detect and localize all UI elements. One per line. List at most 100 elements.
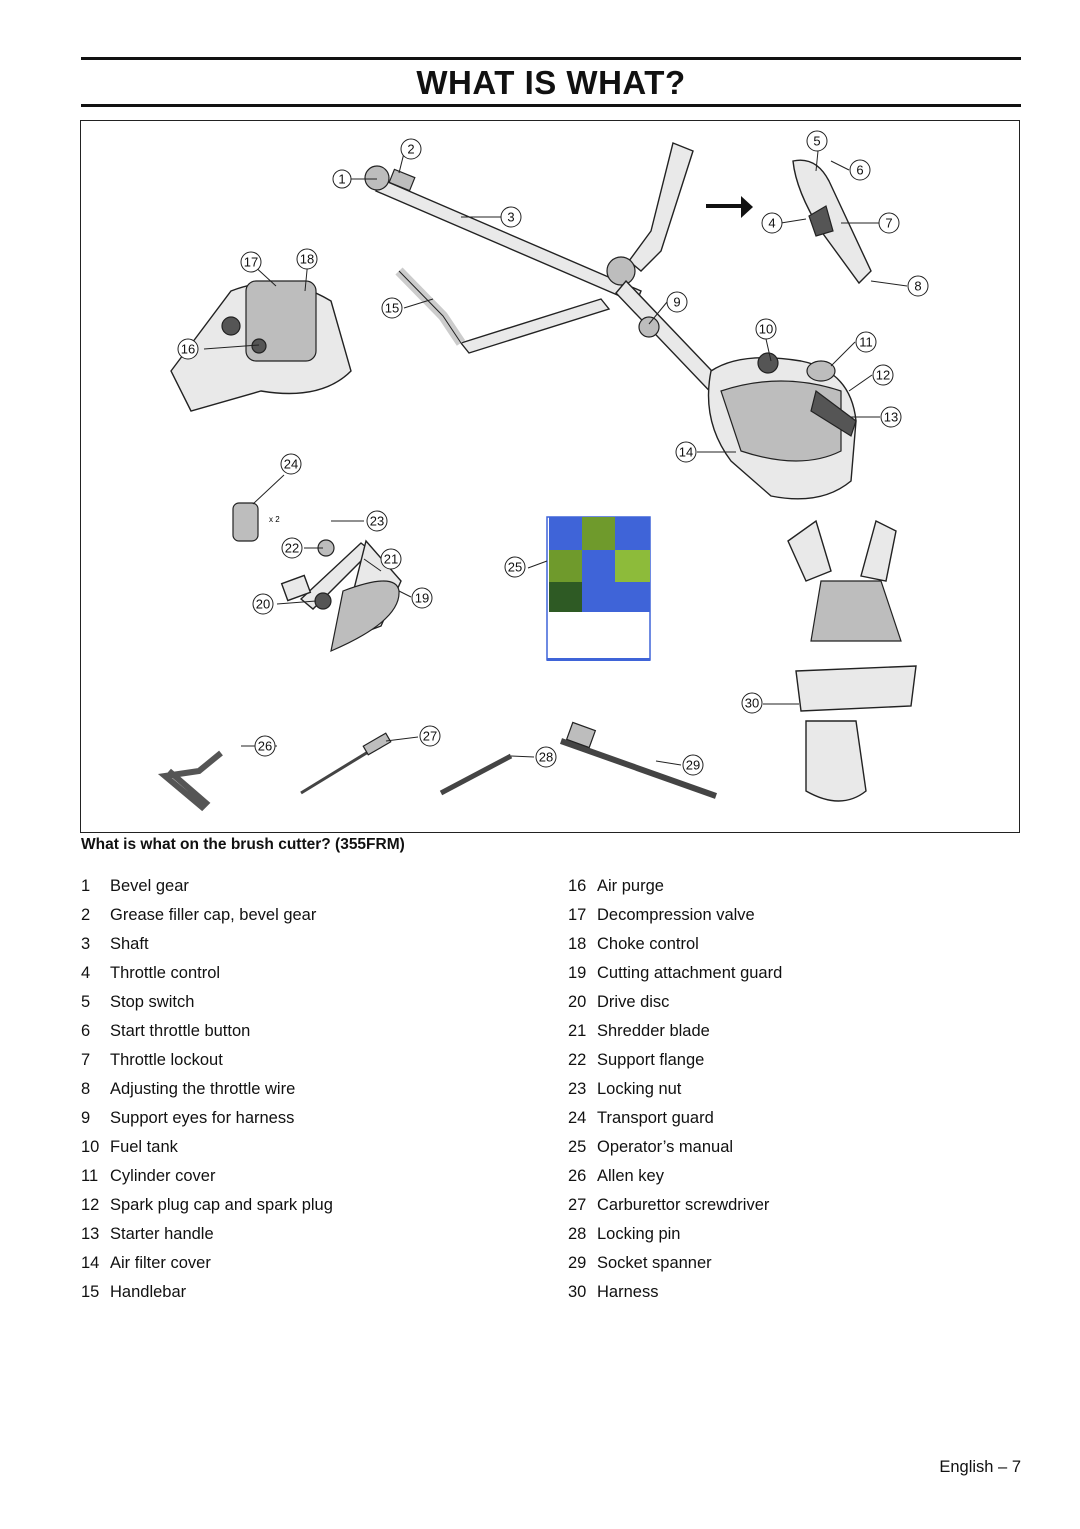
callout-21: 21 (380, 548, 402, 570)
svg-text:5: 5 (813, 134, 820, 149)
throttle-detail-drawing (706, 159, 872, 285)
callout-25: 25 (504, 556, 526, 578)
callout-11: 11 (855, 331, 877, 353)
svg-text:7: 7 (885, 216, 892, 231)
callout-16: 16 (177, 338, 199, 360)
svg-text:16: 16 (181, 342, 195, 357)
callout-26: 26 (254, 735, 276, 757)
callout-29: 29 (682, 754, 704, 776)
callout-3: 3 (500, 206, 522, 228)
callout-22: 22 (281, 537, 303, 559)
callout-19: 19 (411, 587, 433, 609)
svg-text:14: 14 (679, 445, 693, 460)
callout-6: 6 (849, 159, 871, 181)
engine-closeup-drawing (170, 280, 352, 412)
callout-7: 7 (878, 212, 900, 234)
callout-1: 1 (332, 169, 352, 189)
svg-text:26: 26 (258, 739, 272, 754)
callout-27: 27 (419, 725, 441, 747)
svg-text:24: 24 (284, 457, 298, 472)
callout-18: 18 (296, 248, 318, 270)
callout-9: 9 (666, 291, 688, 313)
svg-text:27: 27 (423, 729, 437, 744)
callout-12: 12 (872, 364, 894, 386)
title-rule-top (81, 57, 1021, 60)
svg-text:13: 13 (884, 410, 898, 425)
figure-caption: What is what on the brush cutter? (355FR… (81, 836, 405, 853)
page-title: WHAT IS WHAT? (416, 64, 686, 101)
callout-14: 14 (675, 441, 697, 463)
callout-leaders (203, 148, 908, 766)
callout-23: 23 (366, 510, 388, 532)
callout-5: 5 (806, 130, 828, 152)
callout-8: 8 (907, 275, 929, 297)
callout-4: 4 (761, 212, 783, 234)
svg-text:4: 4 (768, 216, 775, 231)
callout-17: 17 (240, 251, 262, 273)
svg-text:8: 8 (914, 279, 921, 294)
title-rule-bottom (81, 104, 1021, 107)
svg-text:30: 30 (745, 696, 759, 711)
shaft-drawing (364, 142, 732, 405)
svg-text:21: 21 (384, 552, 398, 567)
callout-15: 15 (381, 297, 403, 319)
svg-text:22: 22 (285, 541, 299, 556)
svg-text:25: 25 (508, 560, 522, 575)
svg-text:1: 1 (338, 172, 345, 187)
callout-10: 10 (755, 318, 777, 340)
svg-text:17: 17 (244, 255, 258, 270)
callout-30: 30 (741, 692, 763, 714)
callout-28: 28 (535, 746, 557, 768)
svg-text:6: 6 (856, 163, 863, 178)
svg-text:9: 9 (673, 295, 680, 310)
svg-text:18: 18 (300, 252, 314, 267)
svg-text:15: 15 (385, 301, 399, 316)
transport-guard-qty: x 2 (269, 515, 280, 524)
callout-13: 13 (880, 406, 902, 428)
engine-drawing (707, 352, 857, 500)
callout-2: 2 (400, 138, 422, 160)
svg-text:10: 10 (759, 322, 773, 337)
harness-drawing (787, 519, 917, 802)
operator-manual-drawing (546, 516, 651, 661)
svg-text:29: 29 (686, 758, 700, 773)
parts-illustration: x 2 (80, 120, 1020, 833)
svg-text:11: 11 (859, 335, 873, 350)
tools-drawing (157, 721, 718, 812)
svg-text:28: 28 (539, 750, 553, 765)
svg-text:23: 23 (370, 514, 384, 529)
svg-text:12: 12 (876, 368, 890, 383)
page-footer: English – 7 (939, 1458, 1021, 1476)
